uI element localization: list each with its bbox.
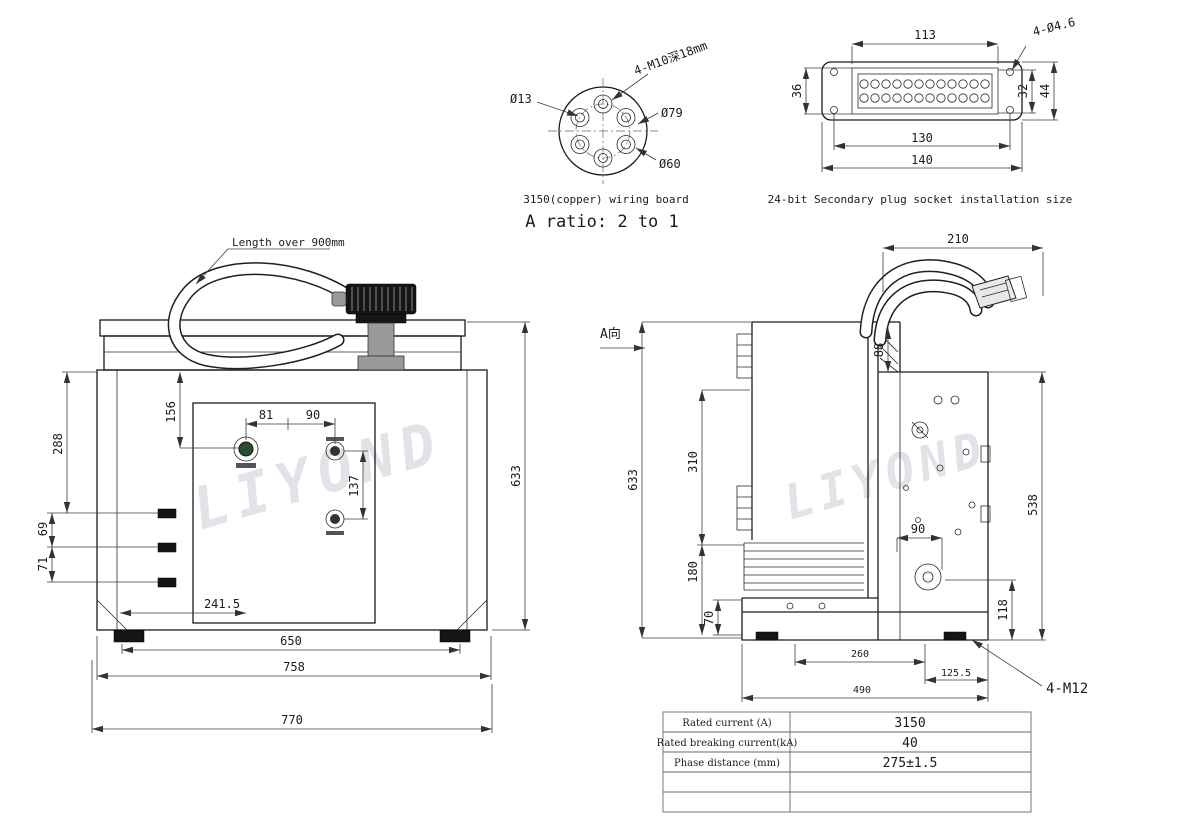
dim-32-label: 32 — [1016, 84, 1030, 98]
dim-633-front-label: 633 — [509, 465, 523, 487]
dim-113-label: 113 — [914, 28, 936, 42]
dim-130-label: 130 — [911, 131, 933, 145]
dim-36-label: 36 — [790, 84, 804, 98]
socket-caption: 24-bit Secondary plug socket installatio… — [768, 193, 1073, 206]
dim-650-label: 650 — [280, 634, 302, 648]
table-row-value: 275±1.5 — [883, 756, 938, 771]
dim-758-label: 758 — [283, 660, 305, 674]
cable-end-connector — [971, 275, 1028, 309]
dim-310-label: 310 — [686, 451, 700, 473]
dia79-label: Ø79 — [661, 106, 683, 120]
dim-125-5-label: 125.5 — [941, 668, 971, 679]
dim-241-5-label: 241.5 — [204, 597, 240, 611]
bolt-holes — [570, 94, 636, 168]
view-direction-label: A向 — [600, 326, 621, 342]
mechanism-details — [786, 395, 991, 610]
bolt-spec-label: 4-M10深18mm — [632, 38, 709, 78]
socket-holes-label: 4-Ø4.6 — [1031, 15, 1076, 39]
breaker-front-view: Length over 900mm 156 81 90 288 137 69 7… — [36, 236, 530, 733]
cable-plug-connector — [331, 283, 417, 371]
wiring-board-detail-view: 4-M10深18mm Ø13 Ø79 Ø60 3150(copper) wiri… — [510, 38, 709, 232]
dim-260-label: 260 — [851, 649, 869, 660]
secondary-cables — [859, 259, 995, 347]
table-row-label: Phase distance (mm) — [674, 758, 780, 769]
dim-90-side-label: 90 — [911, 522, 925, 536]
cable-length-note: Length over 900mm — [232, 236, 345, 249]
dim-81-label: 81 — [259, 408, 273, 422]
watermark-side: LIYOND — [778, 420, 995, 532]
dim-633-side-label: 633 — [626, 469, 640, 491]
dim-538-label: 538 — [1026, 494, 1040, 516]
foot-left — [113, 629, 145, 643]
detail-ratio-note: A ratio: 2 to 1 — [525, 212, 679, 232]
close-button — [233, 436, 259, 468]
dim-156-label: 156 — [164, 401, 178, 423]
dim-70-label: 70 — [702, 611, 716, 625]
corner-holes — [830, 68, 1014, 114]
detail-caption: 3150(copper) wiring board — [523, 193, 689, 206]
dim-140-label: 140 — [911, 153, 933, 167]
dia60-label: Ø60 — [659, 157, 681, 171]
dim-180-label: 180 — [686, 561, 700, 583]
dim-490-label: 490 — [853, 685, 871, 696]
watermark-front: LIYOND — [185, 407, 451, 543]
pin-holes — [859, 79, 990, 103]
table-row-value: 3150 — [894, 716, 925, 731]
indicator-button-lower — [325, 509, 345, 535]
dim-90-label: 90 — [306, 408, 320, 422]
dim-210-label: 210 — [947, 232, 969, 246]
table-row-value: 40 — [902, 736, 918, 751]
dim-118-label: 118 — [996, 599, 1010, 621]
table-row-label: Rated breaking current(kA) — [657, 738, 798, 749]
bolt-m12-label: 4-M12 — [1046, 681, 1088, 697]
spec-table: Rated current (A) 3150 Rated breaking cu… — [657, 711, 1032, 813]
breaker-side-view: A向 210 88 310 633 180 90 70 538 118 260 … — [600, 232, 1088, 702]
dim-71-label: 71 — [36, 557, 50, 571]
control-cable — [167, 262, 359, 370]
dia13-label: Ø13 — [510, 92, 532, 106]
table-row-label: Rated current (A) — [682, 718, 772, 729]
dim-44-label: 44 — [1038, 84, 1052, 98]
secondary-plug-view: 113 4-Ø4.6 36 32 44 130 140 24-bit Secon… — [768, 15, 1077, 206]
dim-69-label: 69 — [36, 522, 50, 536]
foot-right — [439, 629, 471, 643]
dim-770-label: 770 — [281, 713, 303, 727]
front-panel — [192, 402, 376, 624]
left-clips — [157, 508, 177, 588]
dim-137-label: 137 — [347, 475, 361, 497]
dim-288-label: 288 — [51, 433, 65, 455]
dim-88-label: 88 — [872, 343, 886, 357]
